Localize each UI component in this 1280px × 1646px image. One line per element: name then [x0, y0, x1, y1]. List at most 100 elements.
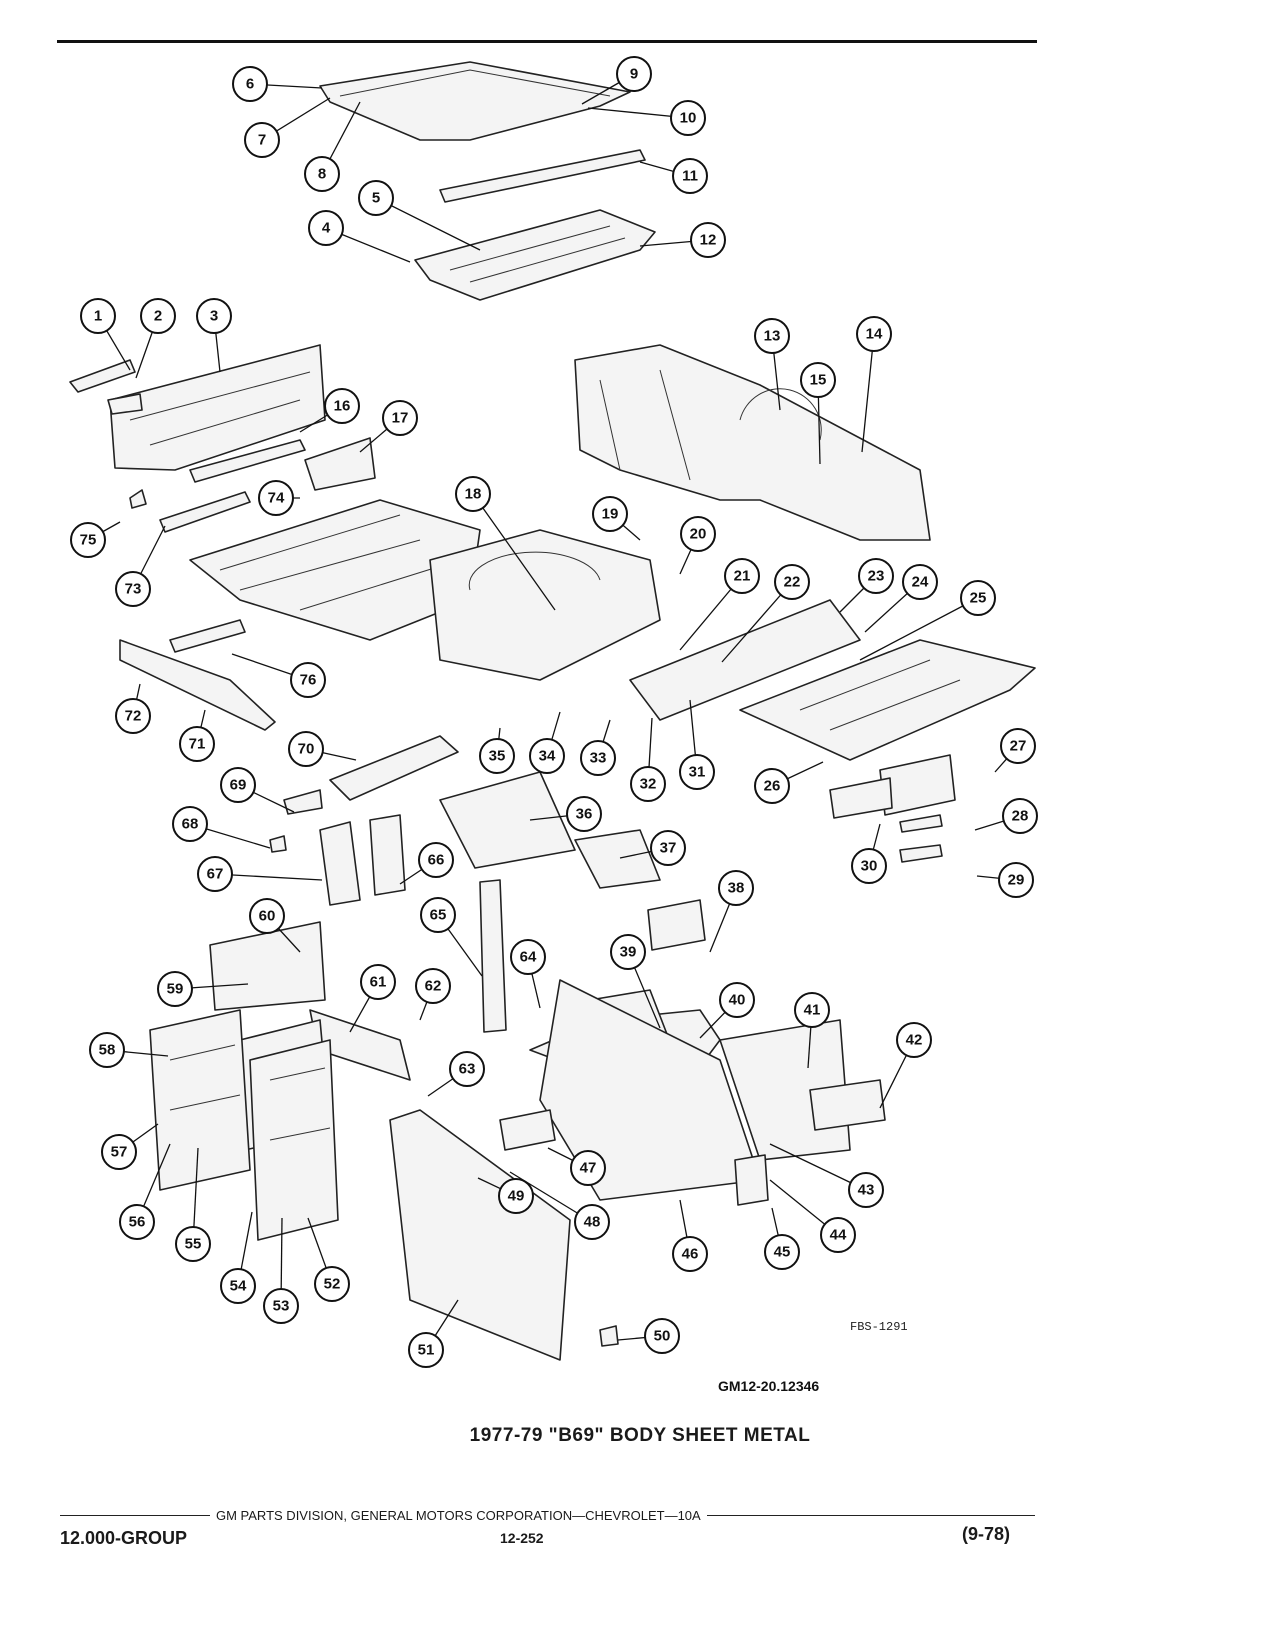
callout-circle-49 — [498, 1178, 534, 1214]
callout-number-45: 45 — [774, 1244, 791, 1261]
callout-75: 75 — [70, 522, 106, 558]
part-rear-bracket — [899, 814, 943, 833]
callout-number-4: 4 — [322, 220, 331, 237]
leader-line-14 — [861, 333, 875, 453]
part-front-door — [149, 1009, 251, 1191]
callout-number-22: 22 — [784, 574, 801, 591]
callout-number-15: 15 — [810, 372, 827, 389]
callout-number-71: 71 — [189, 736, 206, 753]
callout-circle-6 — [232, 66, 268, 102]
footer-group: 12.000-GROUP — [60, 1528, 188, 1548]
callout-circle-20 — [680, 516, 716, 552]
callout-number-63: 63 — [459, 1061, 476, 1078]
callout-72: 72 — [115, 698, 151, 734]
callout-number-14: 14 — [866, 326, 883, 343]
callout-number-36: 36 — [576, 806, 593, 823]
callout-circle-65 — [420, 897, 456, 933]
callout-circle-11 — [672, 158, 708, 194]
callout-number-59: 59 — [167, 981, 184, 998]
callout-number-42: 42 — [906, 1032, 923, 1049]
callout-circle-10 — [670, 100, 706, 136]
callout-circle-44 — [820, 1217, 856, 1253]
callout-number-75: 75 — [80, 532, 97, 549]
callout-number-62: 62 — [425, 978, 442, 995]
callout-circle-47 — [570, 1150, 606, 1186]
callout-25: 25 — [960, 580, 996, 616]
callout-circle-50 — [644, 1318, 680, 1354]
callout-number-72: 72 — [125, 708, 142, 725]
callout-circle-58 — [89, 1032, 125, 1068]
part-dash-reinforcement — [209, 921, 326, 1011]
callout-circle-69 — [220, 767, 256, 803]
callout-53: 53 — [263, 1288, 299, 1324]
parts-illustration — [69, 61, 1036, 1361]
callout-circle-21 — [724, 558, 760, 594]
callout-circle-17 — [382, 400, 418, 436]
callout-number-25: 25 — [970, 590, 987, 607]
callout-circle-37 — [650, 830, 686, 866]
part-body-side-frame — [574, 344, 931, 541]
page-title: 1977-79 "B69" BODY SHEET METAL — [469, 1425, 811, 1446]
callout-circle-24 — [902, 564, 938, 600]
callout-71: 71 — [179, 726, 215, 762]
part-front-crossmember — [439, 771, 576, 869]
callout-29: 29 — [998, 862, 1034, 898]
part-lower-rail — [574, 829, 661, 889]
callout-8: 8 — [304, 156, 340, 192]
callout-28: 28 — [1002, 798, 1038, 834]
callout-circle-55 — [175, 1226, 211, 1262]
callout-circle-68 — [172, 806, 208, 842]
callout-circle-5 — [358, 180, 394, 216]
callout-circle-42 — [896, 1022, 932, 1058]
callout-number-73: 73 — [125, 581, 142, 598]
callout-number-24: 24 — [912, 574, 929, 591]
callout-circle-22 — [774, 564, 810, 600]
part-cross-bar — [159, 491, 251, 533]
part-filler-panel — [809, 1079, 886, 1131]
callout-48: 48 — [574, 1204, 610, 1240]
callout-number-37: 37 — [660, 840, 677, 857]
callout-number-35: 35 — [489, 748, 506, 765]
callout-34: 34 — [529, 738, 565, 774]
callout-66: 66 — [418, 842, 454, 878]
callout-number-11: 11 — [682, 168, 698, 185]
part-dash-panel — [109, 344, 326, 471]
callout-55: 55 — [175, 1226, 211, 1262]
callout-30: 30 — [851, 848, 887, 884]
callout-circle-71 — [179, 726, 215, 762]
callout-24: 24 — [902, 564, 938, 600]
callout-38: 38 — [718, 870, 754, 906]
callout-number-38: 38 — [728, 880, 745, 897]
callout-73: 73 — [115, 571, 151, 607]
callout-circle-7 — [244, 122, 280, 158]
part-roof-rail — [329, 735, 459, 801]
callout-15: 15 — [800, 362, 836, 398]
part-cowl-side — [304, 437, 376, 491]
callout-51: 51 — [408, 1332, 444, 1368]
callout-circle-56 — [119, 1204, 155, 1240]
callout-circle-8 — [304, 156, 340, 192]
part-hinge-pillar — [369, 814, 406, 896]
callout-number-61: 61 — [370, 974, 387, 991]
footer-rule-right — [706, 1515, 1035, 1516]
callout-number-19: 19 — [602, 506, 619, 523]
callout-number-29: 29 — [1008, 872, 1025, 889]
callout-47: 47 — [570, 1150, 606, 1186]
part-roof-panel — [319, 61, 631, 141]
callout-circle-9 — [616, 56, 652, 92]
callout-12: 12 — [690, 222, 726, 258]
callout-number-65: 65 — [430, 907, 447, 924]
callout-number-74: 74 — [268, 490, 285, 507]
callout-number-69: 69 — [230, 777, 247, 794]
callout-circle-19 — [592, 496, 628, 532]
reference-code: GM12-20.12346 — [718, 1378, 820, 1394]
callout-circle-51 — [408, 1332, 444, 1368]
callout-circle-13 — [754, 318, 790, 354]
callout-number-31: 31 — [689, 764, 706, 781]
callout-19: 19 — [592, 496, 628, 532]
callout-circle-57 — [101, 1134, 137, 1170]
part-pillar-bracket — [283, 789, 323, 815]
callout-52: 52 — [314, 1266, 350, 1302]
callout-circle-40 — [719, 982, 755, 1018]
part-rocker-extension — [169, 619, 246, 653]
